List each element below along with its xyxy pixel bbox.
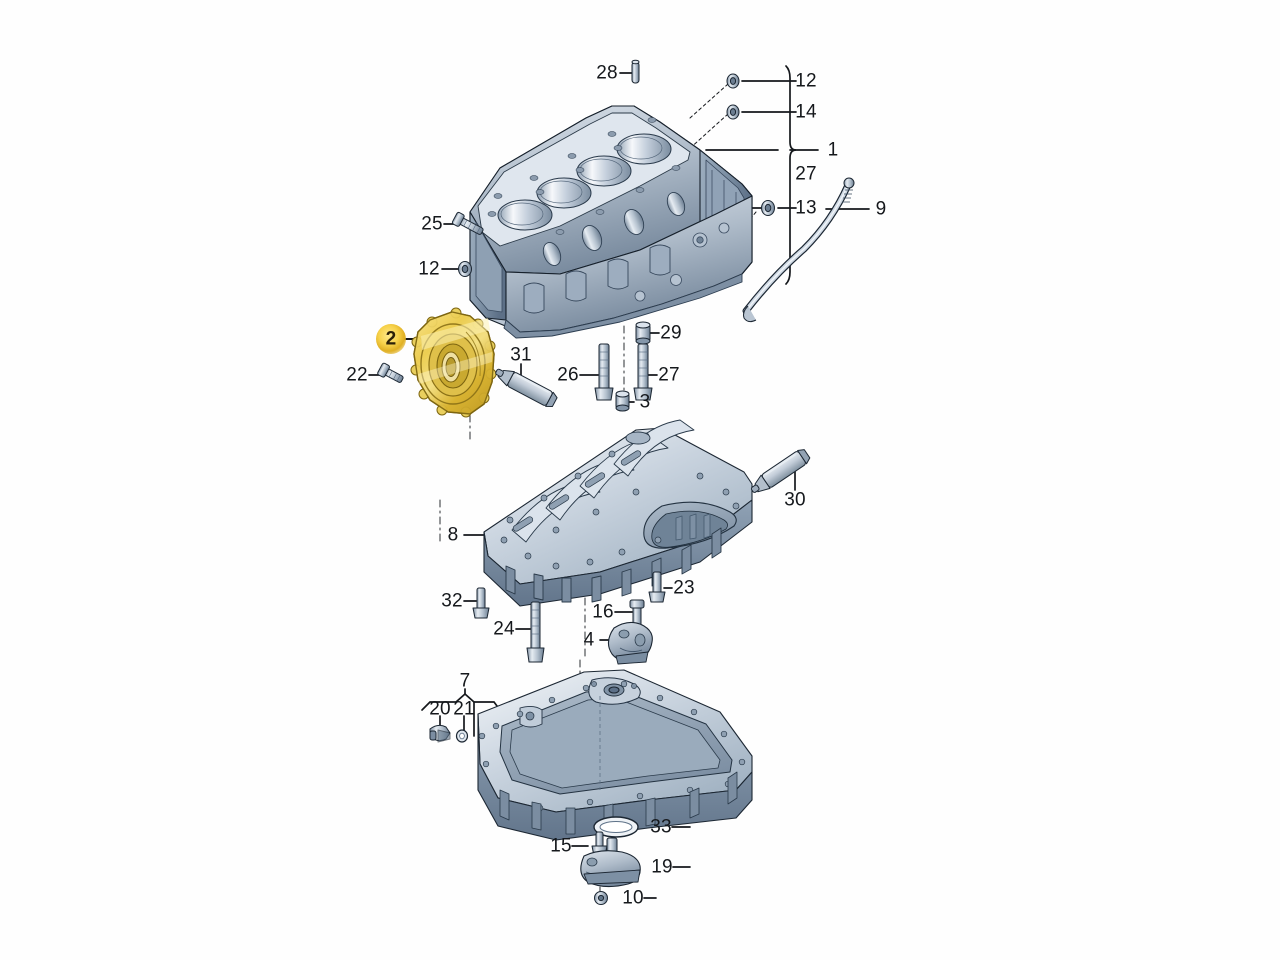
callout-label-20[interactable]: 20 — [429, 698, 451, 720]
lower-oil-pan — [477, 669, 753, 841]
bolt-27 — [633, 343, 653, 401]
bolt-32 — [472, 587, 490, 619]
upper-oil-pan-part-8 — [483, 419, 753, 607]
sealant-tube-31 — [495, 368, 558, 408]
callout-label-30[interactable]: 30 — [784, 489, 806, 511]
callout-label-23[interactable]: 23 — [673, 577, 695, 599]
oil-spray-jet-4 — [607, 621, 653, 665]
sealing-flange-part-2-highlighted — [410, 307, 497, 418]
callout-label-12-top[interactable]: 12 — [795, 70, 817, 92]
sealing-plug-13 — [761, 200, 775, 216]
callout-label-32[interactable]: 32 — [441, 590, 463, 612]
small-hardware-parts — [377, 59, 855, 905]
callout-label-28[interactable]: 28 — [596, 62, 618, 84]
callout-label-31[interactable]: 31 — [510, 344, 532, 366]
callout-label-8[interactable]: 8 — [447, 524, 459, 546]
callout-label-4[interactable]: 4 — [583, 629, 595, 651]
callout-label-16[interactable]: 16 — [592, 601, 614, 623]
sealing-plug-12-top — [726, 73, 740, 89]
dowel-pin-28 — [631, 59, 640, 84]
callout-label-10[interactable]: 10 — [622, 887, 644, 909]
callout-label-25[interactable]: 25 — [421, 213, 443, 235]
callout-label-27-top[interactable]: 27 — [795, 163, 817, 185]
seal-ring-21 — [455, 729, 469, 743]
callout-label-7[interactable]: 7 — [459, 670, 471, 692]
cylinder-block-part-1 — [469, 105, 753, 339]
oil-dipstick-tube-9 — [742, 181, 852, 315]
callout-label-24[interactable]: 24 — [493, 618, 515, 640]
nut-3 — [615, 390, 630, 412]
callout-label-9[interactable]: 9 — [875, 198, 887, 220]
bolt-26 — [594, 343, 614, 401]
callout-label-19[interactable]: 19 — [651, 856, 673, 878]
callout-label-27[interactable]: 27 — [658, 364, 680, 386]
callout-label-14[interactable]: 14 — [795, 101, 817, 123]
callout-label-21[interactable]: 21 — [453, 698, 475, 720]
sealant-tube-30 — [750, 449, 811, 493]
callout-label-13[interactable]: 13 — [795, 197, 817, 219]
nut-29 — [635, 321, 651, 345]
callout-label-15[interactable]: 15 — [550, 835, 572, 857]
bolt-24 — [526, 601, 545, 663]
callout-label-33[interactable]: 33 — [650, 816, 672, 838]
sealing-plug-12-left — [458, 261, 472, 277]
sealing-plug-14 — [726, 104, 740, 120]
nut-10 — [594, 891, 608, 905]
bolt-23 — [648, 571, 666, 603]
callout-label-29[interactable]: 29 — [660, 322, 682, 344]
callout-label-2[interactable]: 2 — [385, 328, 397, 350]
callout-label-12-left[interactable]: 12 — [418, 258, 440, 280]
oil-level-sensor-19 — [580, 837, 641, 888]
bolt-25 — [451, 211, 484, 235]
callout-label-1[interactable]: 1 — [827, 139, 839, 161]
bolt-22 — [377, 362, 404, 383]
callout-label-22[interactable]: 22 — [346, 364, 368, 386]
callout-label-3[interactable]: 3 — [639, 391, 651, 413]
callout-label-26[interactable]: 26 — [557, 364, 579, 386]
drain-plug-20 — [429, 724, 451, 743]
o-ring-33 — [593, 816, 639, 838]
